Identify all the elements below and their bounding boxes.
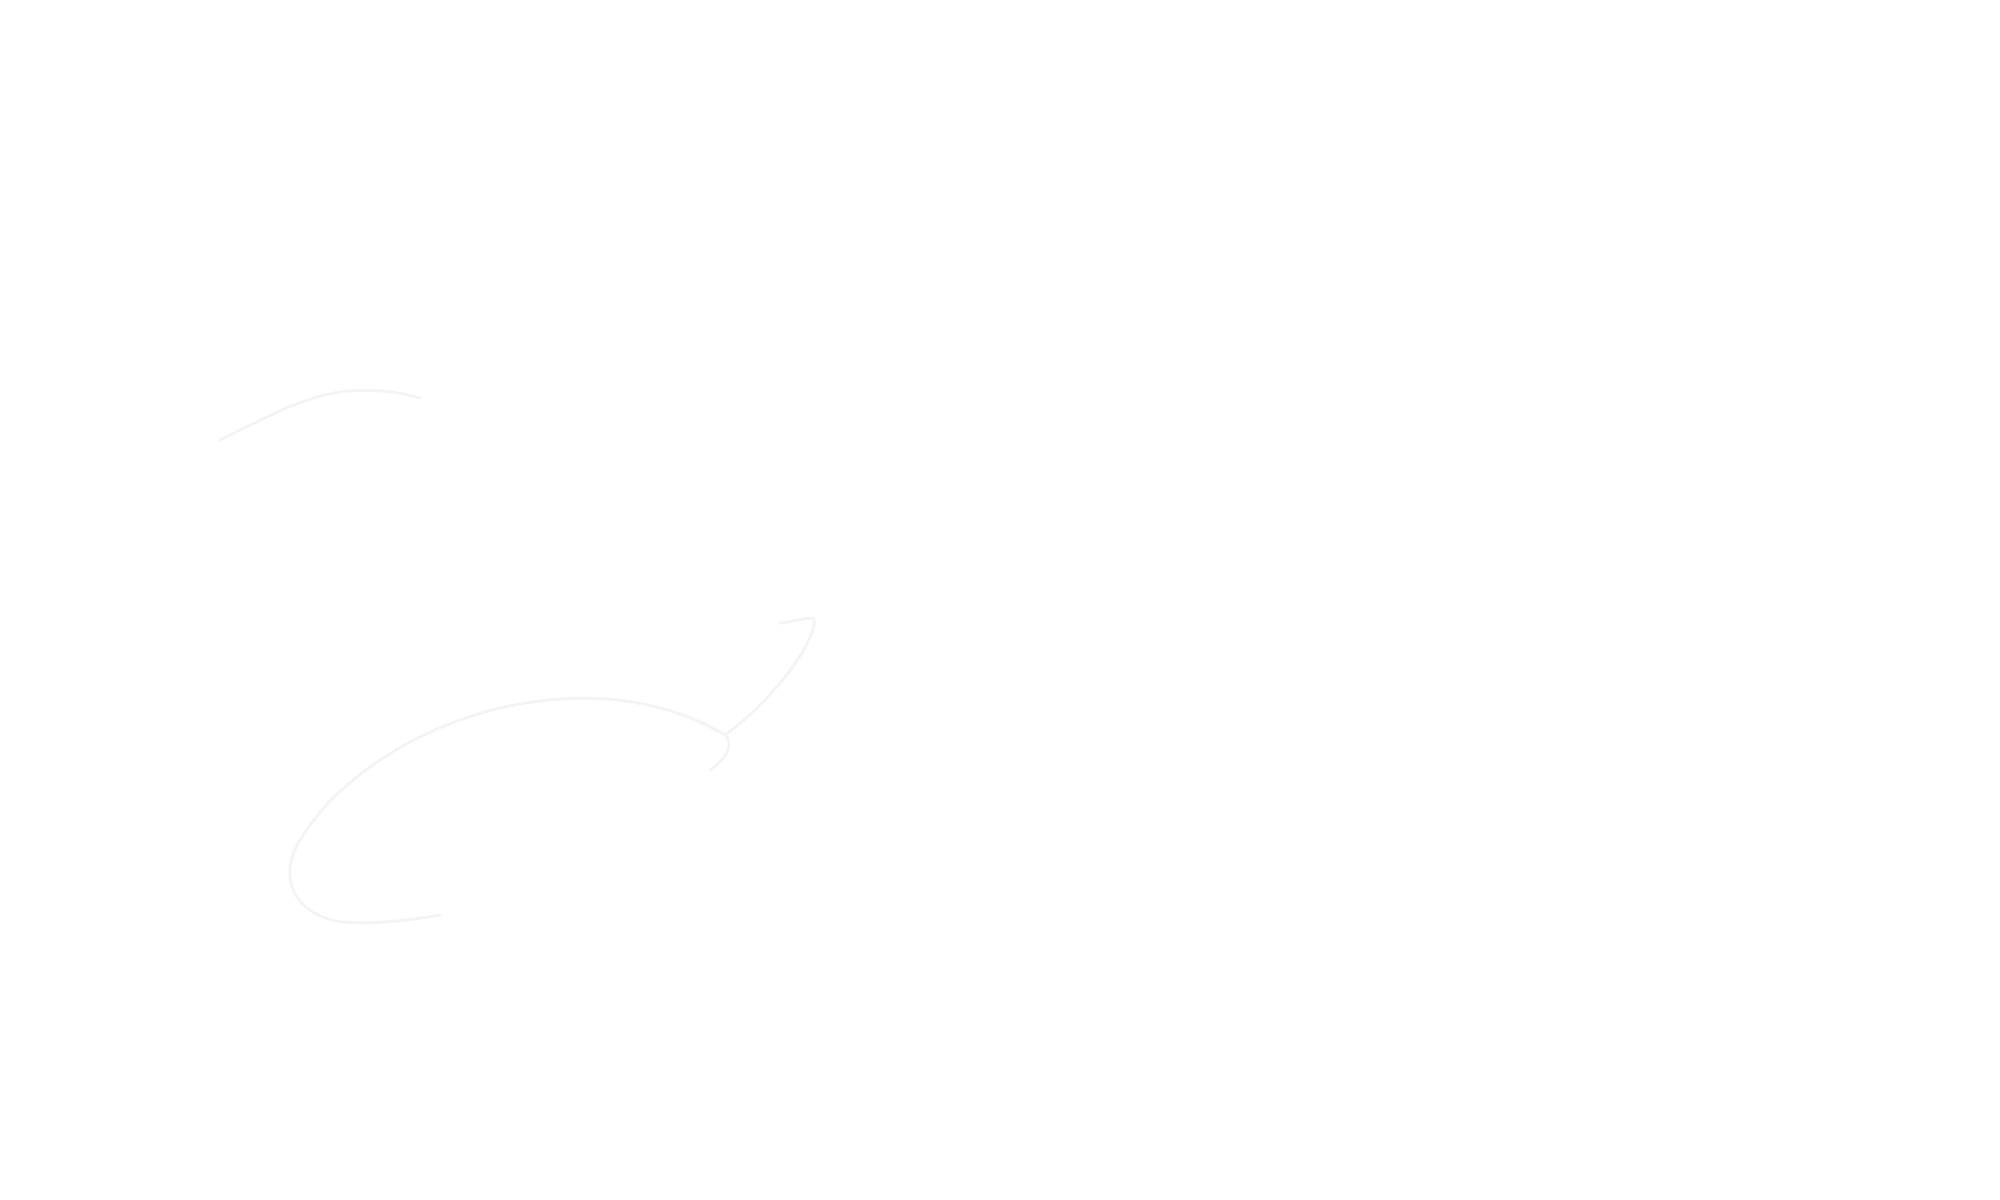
loop-tail-stroke — [708, 733, 731, 772]
upper-stroke — [218, 388, 422, 442]
lower-loop-stroke — [288, 616, 816, 925]
